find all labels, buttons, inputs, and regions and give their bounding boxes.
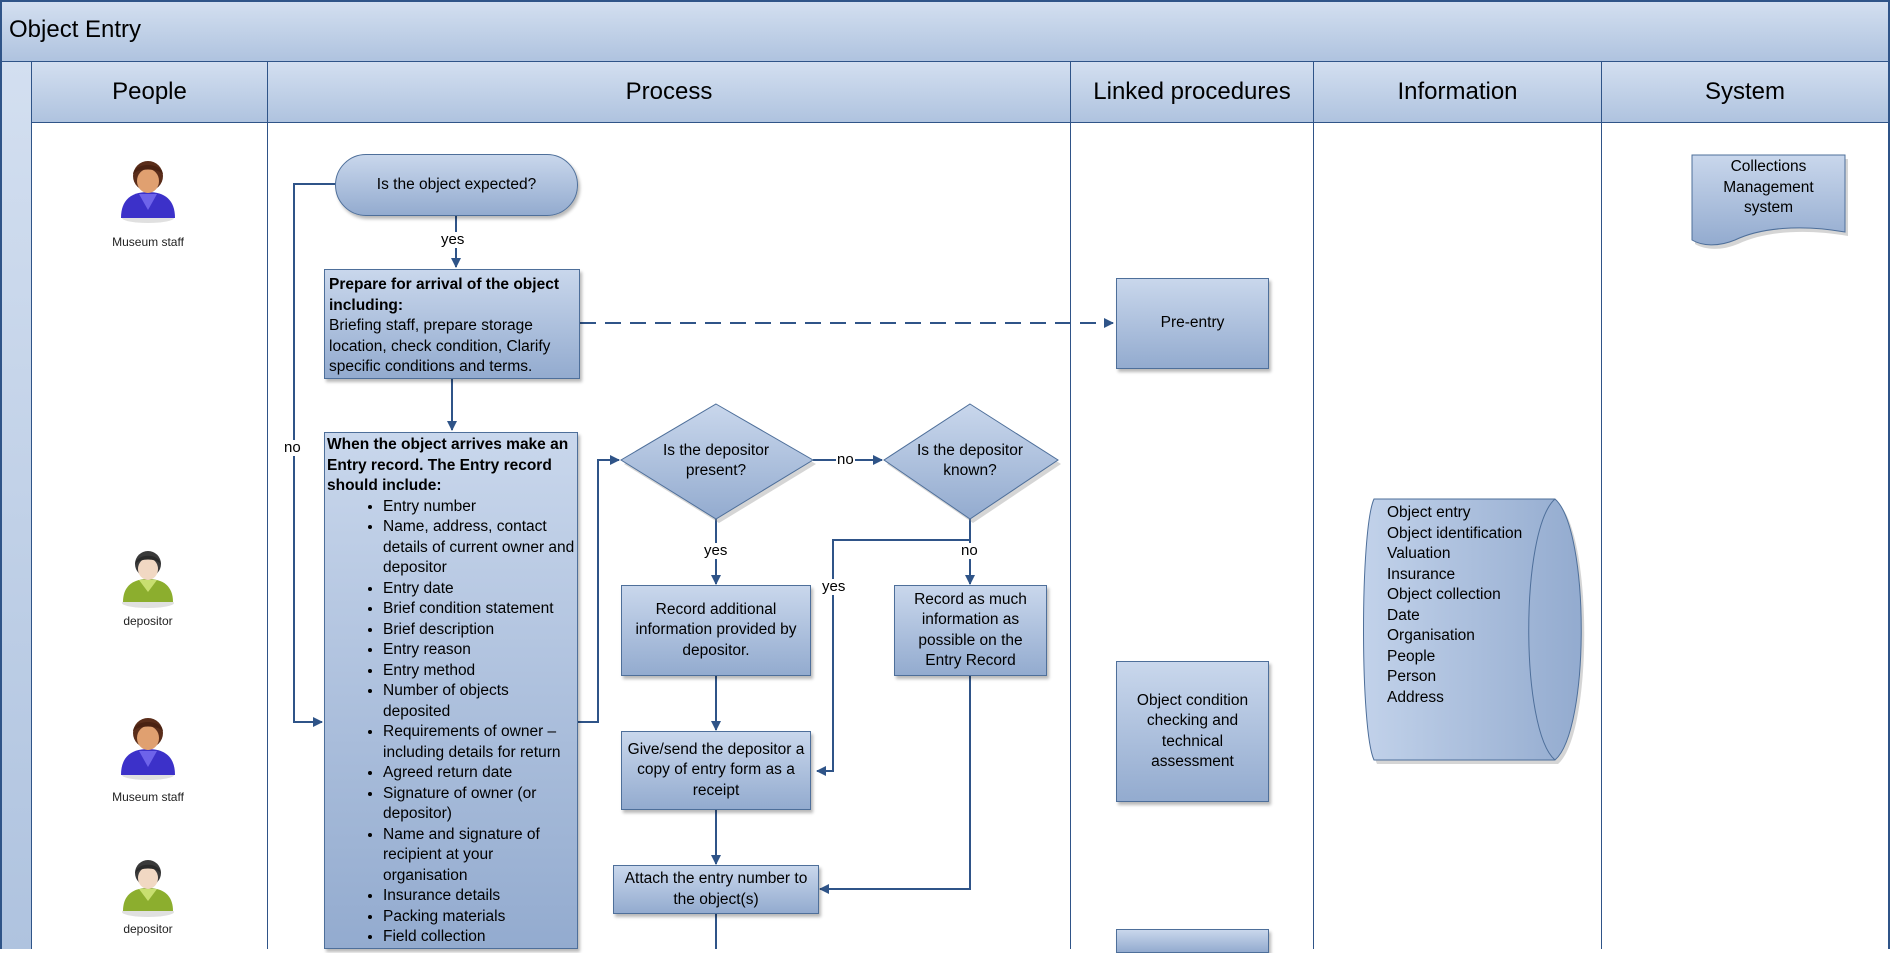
connector-label-no: no — [836, 451, 855, 468]
information-stored-data-shape — [1363, 498, 1582, 761]
lane-header-information: Information — [1314, 62, 1602, 123]
system-label: Collections Management system — [1723, 158, 1814, 217]
information-item: Address — [1387, 688, 1444, 706]
condition-checking-procedure: Object condition checking and technical … — [1116, 661, 1269, 802]
information-item: Valuation — [1387, 545, 1451, 562]
connector-label-yes: yes — [440, 231, 466, 248]
lane-header-linked-procedures: Linked procedures — [1071, 62, 1314, 123]
entry-item: Entry method — [383, 661, 577, 682]
entry-item: Signature of owner (or depositor) — [383, 784, 577, 825]
museum-staff-icon — [117, 154, 179, 224]
entry-item: Brief description — [383, 620, 577, 641]
entry-item: Entry reason — [383, 640, 577, 661]
prepare-heading: Prepare for arrival of the object includ… — [329, 276, 559, 314]
people-label: Museum staff — [112, 790, 184, 804]
lane-divider — [1070, 123, 1071, 949]
information-item: Date — [1387, 606, 1420, 624]
museum-staff-icon — [117, 711, 179, 781]
entry-item: Name and signature of recipient at your … — [383, 825, 577, 887]
connector-label-yes: yes — [703, 542, 729, 559]
start-terminator: Is the object expected? — [335, 154, 578, 216]
pool-left-strip — [0, 62, 32, 949]
entry-item: Agreed return date — [383, 763, 577, 784]
depositor-icon — [117, 544, 179, 608]
entry-item: Brief condition statement — [383, 599, 577, 620]
decision-depositor-known-shape — [883, 403, 1059, 520]
give-send-receipt-box: Give/send the depositor a copy of entry … — [621, 731, 811, 810]
decision-depositor-present-shape — [620, 403, 814, 520]
lane-divider — [267, 123, 268, 949]
entry-item: Entry date — [383, 579, 577, 600]
title-bar — [0, 0, 1890, 62]
information-item: Person — [1387, 668, 1437, 685]
entry-item: Number of objects deposited — [383, 681, 577, 722]
information-item: Object entry — [1387, 504, 1471, 521]
entry-record-box: When the object arrives make an Entry re… — [324, 432, 578, 949]
pre-entry-procedure: Pre-entry — [1116, 278, 1269, 369]
decision-depositor-present: Is the depositor present? — [663, 442, 769, 479]
entry-item: Name, address, contact details of curren… — [383, 517, 577, 579]
pool-right-border — [1888, 123, 1890, 949]
pre-entry-label: Pre-entry — [1160, 314, 1225, 332]
information-item: Insurance — [1387, 565, 1456, 583]
connector-label-no: no — [960, 542, 979, 559]
decision-depositor-known: Is the depositor known? — [917, 442, 1023, 479]
information-item: Organisation — [1387, 627, 1475, 644]
connector-label-no: no — [283, 439, 302, 456]
entry-item: Packing materials — [383, 907, 577, 928]
information-item: Object identification — [1387, 524, 1523, 542]
information-item: People — [1387, 647, 1436, 665]
people-label: Museum staff — [112, 235, 184, 249]
connector-label-yes: yes — [821, 578, 847, 595]
depositor-icon — [117, 853, 179, 917]
linked-procedure-partial — [1116, 929, 1269, 953]
lane-divider — [1601, 123, 1602, 949]
condition-checking-label: Object condition checking and technical … — [1136, 691, 1249, 771]
page-title: Object Entry — [9, 16, 142, 43]
record-additional-box: Record additional information provided b… — [621, 585, 811, 676]
people-label: depositor — [123, 614, 173, 628]
entry-items-list: Entry numberName, address, contact detai… — [325, 497, 577, 948]
entry-item: Insurance details — [383, 886, 577, 907]
entry-item: Entry number — [383, 497, 577, 518]
people-label: depositor — [123, 922, 173, 936]
entry-item: Field collection — [383, 927, 577, 948]
entry-heading: When the object arrives make an Entry re… — [327, 436, 569, 494]
entry-item: Requirements of owner – including detail… — [383, 722, 577, 763]
lane-header-system: System — [1602, 62, 1890, 123]
prepare-arrival-box: Prepare for arrival of the object includ… — [324, 269, 580, 379]
information-item: Object collection — [1387, 586, 1501, 603]
system-document-shape — [1691, 154, 1846, 246]
lane-header-process: Process — [268, 62, 1071, 123]
lane-header-people: People — [32, 62, 268, 123]
attach-entry-number-box: Attach the entry number to the object(s) — [613, 865, 819, 914]
prepare-details: Briefing staff, prepare storage location… — [329, 317, 551, 375]
lane-divider — [1313, 123, 1314, 949]
record-as-much-box: Record as much information as possible o… — [894, 585, 1047, 676]
